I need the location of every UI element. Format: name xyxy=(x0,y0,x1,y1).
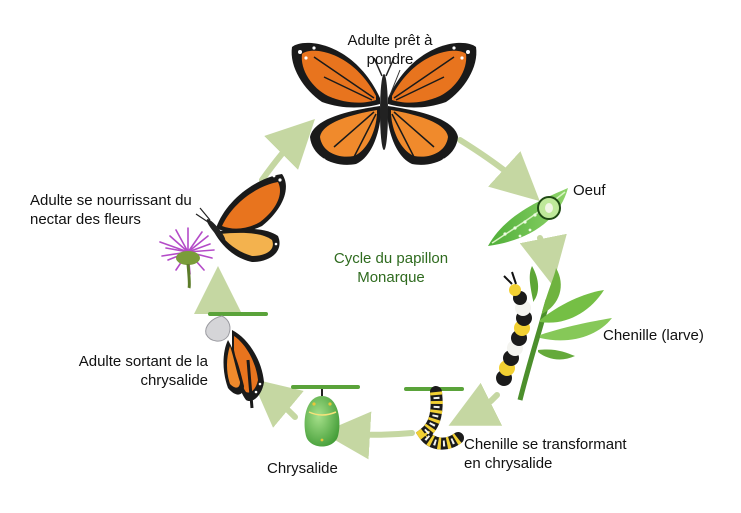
diagram-title-line: Monarque xyxy=(357,269,425,286)
arrow-adult-to-egg xyxy=(457,137,540,202)
diagram-title: Cycle du papillon Monarque xyxy=(316,249,466,287)
caterpillar-icon xyxy=(496,266,612,401)
stage-label-line: en chrysalide xyxy=(464,455,553,472)
feeding-butterfly-icon xyxy=(159,174,286,289)
adult-butterfly-icon xyxy=(291,42,477,165)
stage-label-line: Chenille (larve) xyxy=(603,327,704,344)
diagram-title-line: Cycle du papillon xyxy=(333,250,449,267)
stage-label-line: Chenille se transformant xyxy=(464,436,627,453)
stage-label-caterpillar-transforming: Chenille se transformant en chrysalide xyxy=(464,435,627,473)
arrow-caterpillar-to-transform xyxy=(448,382,503,426)
arrow-chrysalis-to-emerging xyxy=(251,378,304,428)
stage-label-line: chrysalide xyxy=(140,372,208,389)
stage-label-chrysalis: Chrysalide xyxy=(267,459,338,478)
stage-label-adult-laying: Adulte prêt à pondre xyxy=(340,31,440,69)
arrow-egg-to-caterpillar xyxy=(519,233,567,286)
stage-label-line: nectar des fleurs xyxy=(30,211,141,228)
cycle-arrows xyxy=(194,119,567,460)
stage-label-line: Adulte prêt à xyxy=(347,32,433,49)
chrysalis-icon xyxy=(291,385,360,447)
stage-label-egg: Oeuf xyxy=(573,181,606,200)
caterpillar-transforming-icon xyxy=(404,386,464,450)
stage-label-line: Adulte sortant de la xyxy=(78,353,208,370)
stage-label-adult-emerging: Adulte sortant de la chrysalide xyxy=(72,352,208,390)
stage-label-line: pondre xyxy=(366,51,414,68)
arrow-transform-to-chrysalis xyxy=(322,411,415,460)
stage-label-line: Chrysalide xyxy=(267,460,338,477)
stage-label-line: Oeuf xyxy=(573,182,606,199)
stage-label-line: Adulte se nourrissant du xyxy=(30,192,192,209)
stage-label-caterpillar: Chenille (larve) xyxy=(603,326,704,345)
egg-leaf-icon xyxy=(488,188,568,246)
emerging-butterfly-icon xyxy=(205,312,268,409)
stage-label-adult-feeding: Adulte se nourrissant du nectar des fleu… xyxy=(30,191,192,229)
arrow-feeding-to-adult xyxy=(259,119,315,183)
